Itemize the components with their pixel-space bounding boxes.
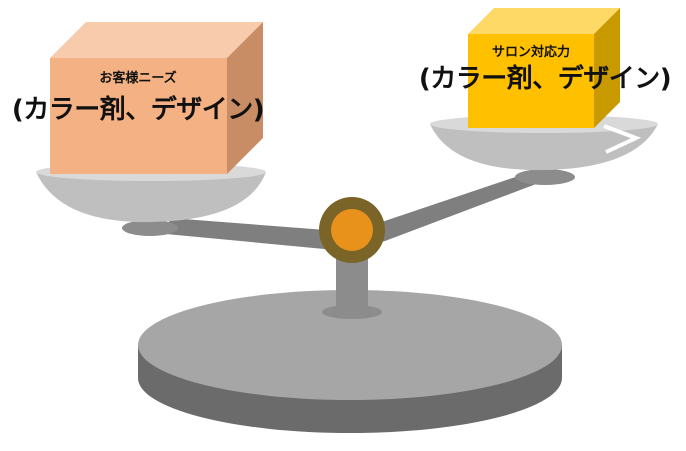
scale-beam (166, 166, 552, 252)
scale-pivot-center (331, 209, 373, 251)
right-pan-highlight (603, 124, 642, 154)
right-box-title: サロン対応力 (491, 45, 571, 60)
left-pan (36, 172, 266, 223)
right-box-front (468, 34, 594, 128)
right-box-side (594, 8, 620, 128)
left-box-detail: (カラー剤、デザイン) (11, 95, 265, 125)
left-box-title: お客様ニーズ (99, 71, 177, 86)
right-box-detail: (カラー剤、デザイン) (418, 64, 672, 94)
scale-base-top (138, 290, 562, 400)
left-box-top (50, 22, 263, 58)
left-box-side (227, 22, 263, 174)
right-pan-stand (515, 169, 575, 185)
left-pan-stand (122, 220, 178, 236)
right-box-top (468, 8, 620, 34)
right-pan (430, 124, 658, 171)
left-box-front (50, 58, 227, 174)
